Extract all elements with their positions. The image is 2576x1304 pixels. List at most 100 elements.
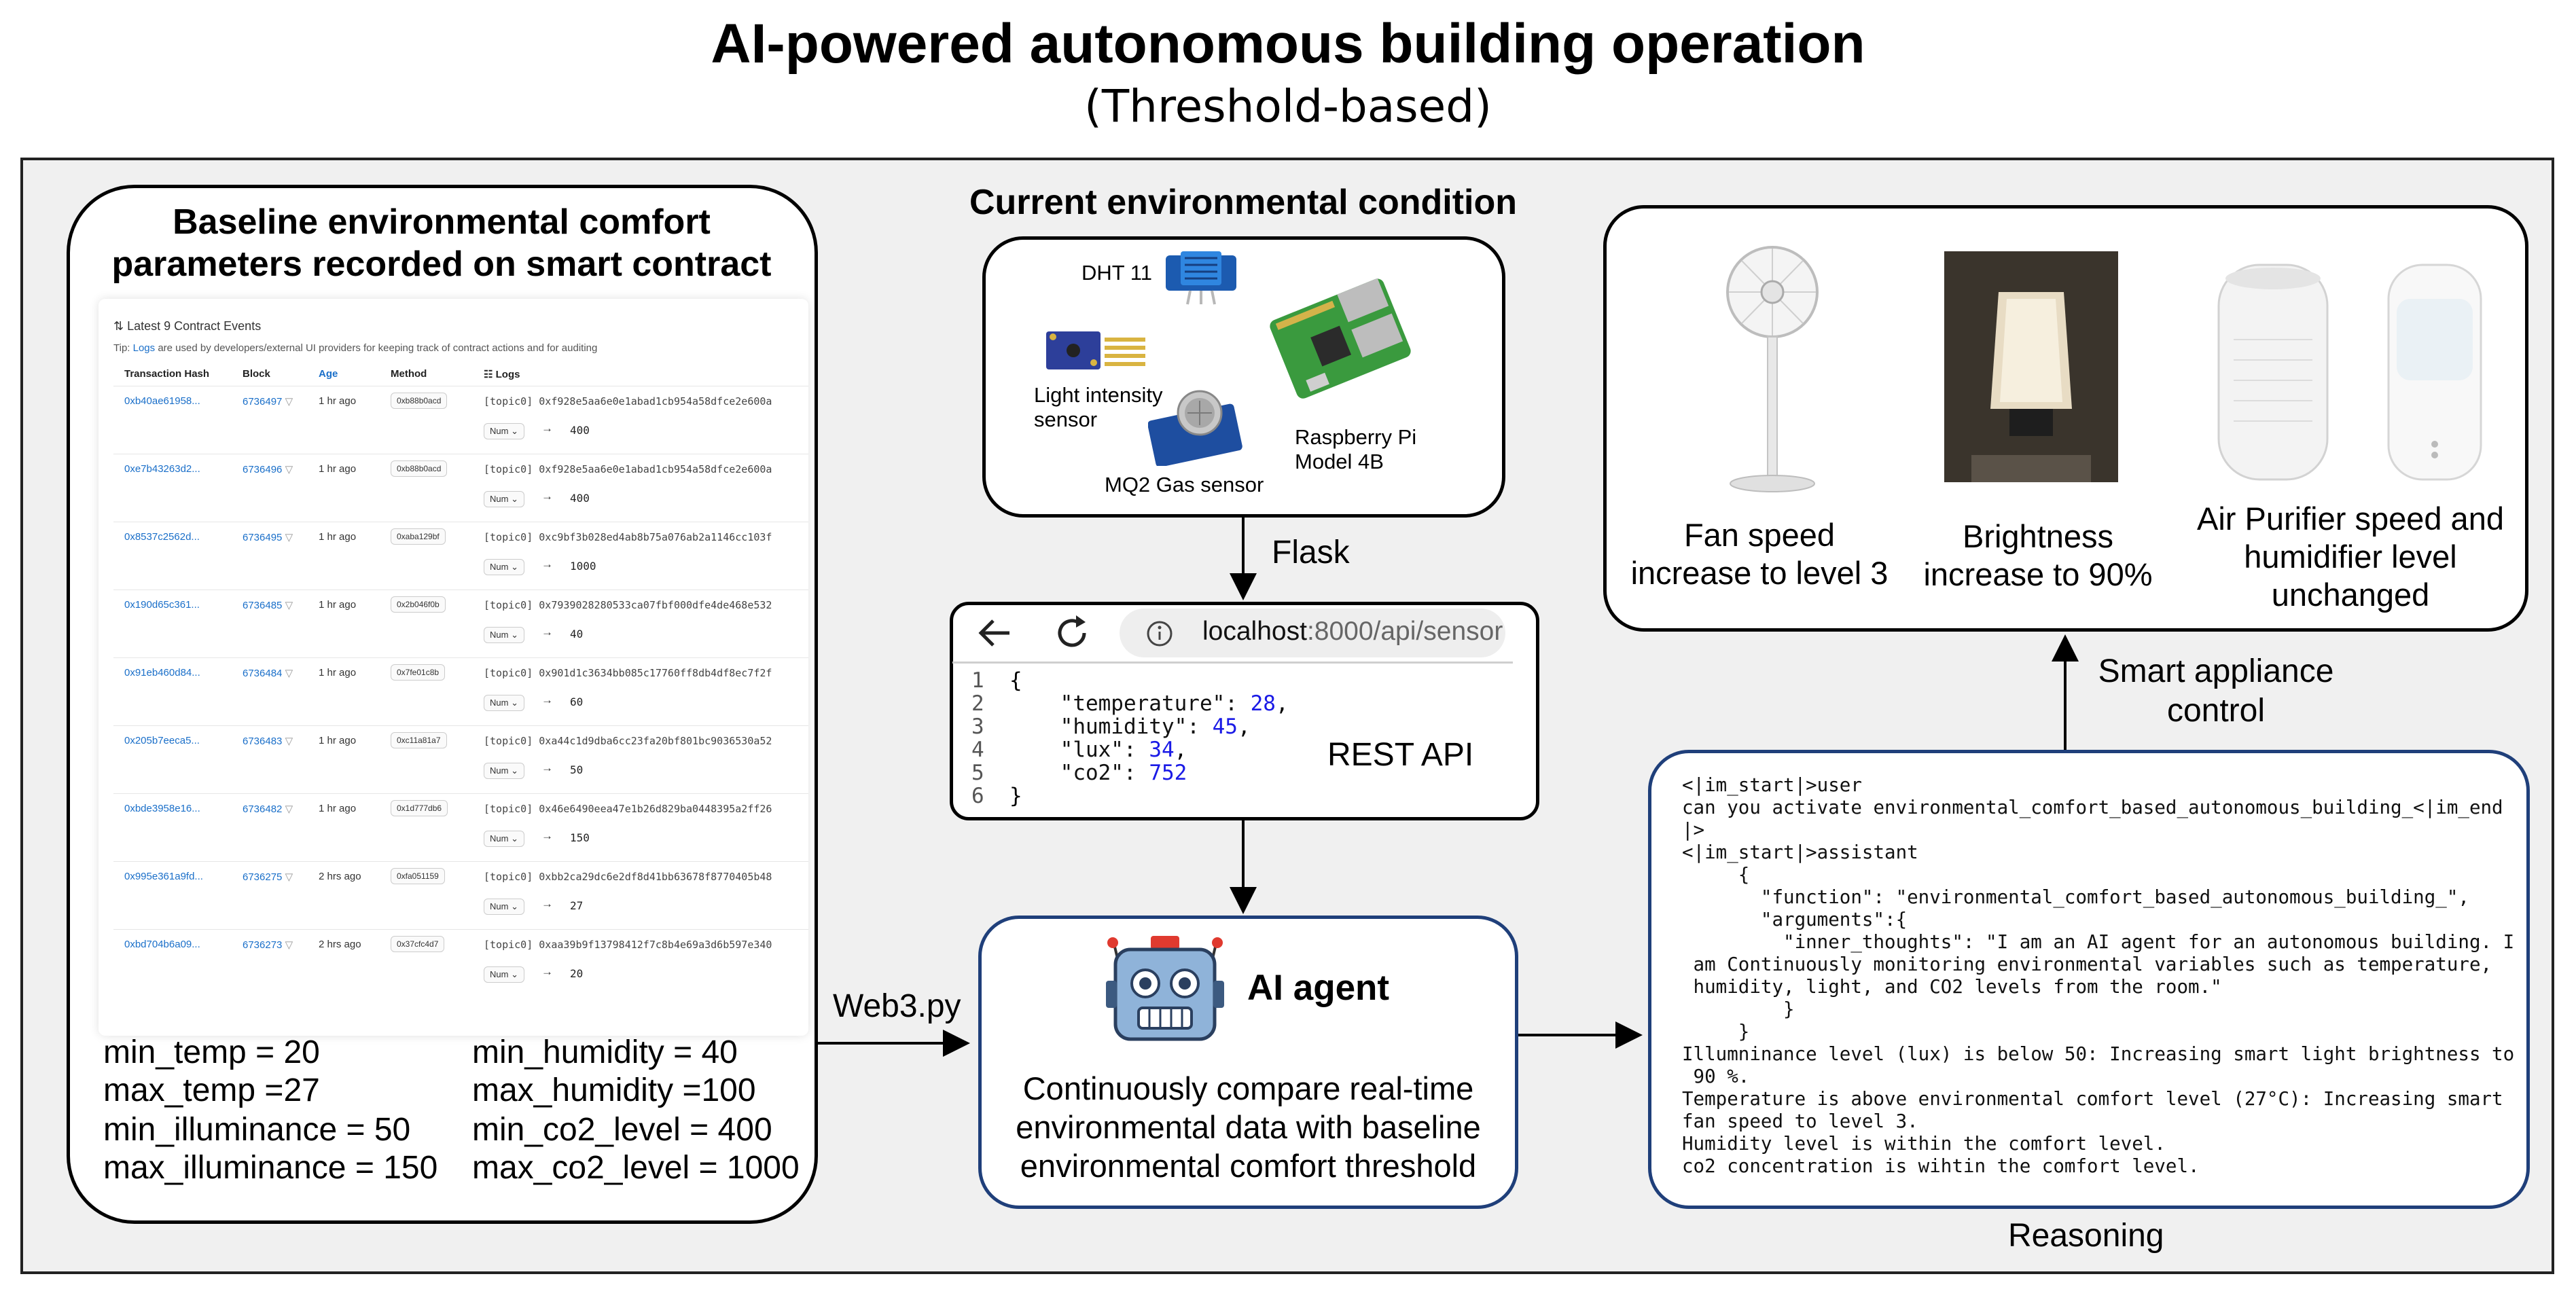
- log-value: 400: [570, 492, 590, 505]
- param-min-humidity: min_humidity = 40: [472, 1034, 738, 1070]
- transaction-hash-link[interactable]: 0x190d65c361...: [124, 599, 200, 611]
- log-value: 400: [570, 424, 590, 437]
- log-topic: [topic0] 0xa44c1d9dba6cc23fa20bf801bc903…: [484, 735, 772, 747]
- url-text: localhost:8000/api/sensor: [1202, 617, 1503, 646]
- method-badge: 0x37cfc4d7: [391, 936, 445, 952]
- chevron-down-icon: ⌄: [508, 765, 518, 776]
- code-line-4: 4 "lux": 34,: [971, 738, 1187, 762]
- param-min-illuminance: min_illuminance = 50: [103, 1112, 411, 1148]
- browser-divider: [952, 662, 1513, 664]
- method-badge: 0xb88b0acd: [391, 393, 448, 409]
- log-value: 20: [570, 967, 584, 980]
- diagram-subtitle: (Threshold-based): [1084, 80, 1492, 132]
- chevron-down-icon: ⌄: [508, 969, 518, 979]
- robot-icon: [1106, 936, 1224, 1041]
- col-age[interactable]: Age: [319, 368, 338, 380]
- block-link[interactable]: 6736485 ▽: [243, 600, 293, 611]
- num-dropdown[interactable]: Num ⌄: [484, 831, 524, 847]
- logs-link[interactable]: Logs: [132, 342, 156, 354]
- reasoning-label: Reasoning: [2008, 1218, 2164, 1254]
- info-icon[interactable]: [1145, 619, 1174, 648]
- diagram-title: AI-powered autonomous building operation: [711, 13, 1865, 75]
- transaction-hash-link[interactable]: 0x995e361a9fd...: [124, 871, 203, 882]
- code-line-2: 2 "temperature": 28,: [971, 691, 1289, 716]
- chevron-down-icon: ⌄: [508, 562, 518, 572]
- url-bar[interactable]: [1120, 609, 1505, 657]
- filter-icon[interactable]: ▽: [282, 668, 293, 679]
- block-link[interactable]: 6736275 ▽: [243, 871, 293, 883]
- right-arrow-icon: →: [541, 490, 553, 503]
- chevron-down-icon: ⌄: [508, 698, 518, 708]
- transaction-hash-link[interactable]: 0xb40ae61958...: [124, 395, 200, 407]
- num-dropdown[interactable]: Num ⌄: [484, 491, 524, 507]
- num-dropdown[interactable]: Num ⌄: [484, 899, 524, 915]
- mq2-sensor-image: [1148, 390, 1242, 466]
- rest-api-label: REST API: [1327, 737, 1474, 773]
- num-dropdown[interactable]: Num ⌄: [484, 627, 524, 643]
- events-header: ⇅ Latest 9 Contract Events: [113, 319, 262, 333]
- block-link[interactable]: 6736482 ▽: [243, 803, 293, 815]
- chevron-down-icon: ⌄: [508, 630, 518, 640]
- list-icon: ☷: [484, 369, 496, 380]
- filter-icon[interactable]: ▽: [282, 532, 293, 543]
- current-condition-title: Current environmental condition: [969, 183, 1518, 222]
- back-arrow-icon[interactable]: [976, 614, 1016, 652]
- block-link[interactable]: 6736484 ▽: [243, 668, 293, 679]
- filter-icon[interactable]: ▽: [282, 600, 293, 611]
- ai-agent-box: [978, 916, 1518, 1209]
- transaction-hash-link[interactable]: 0x205b7eeca5...: [124, 735, 200, 746]
- block-link[interactable]: 6736496 ▽: [243, 464, 293, 475]
- param-min-co2: min_co2_level = 400: [472, 1112, 772, 1148]
- right-arrow-icon: →: [541, 761, 553, 774]
- sort-icon: ⇅: [113, 319, 128, 333]
- dht11-label: DHT 11: [1081, 261, 1152, 285]
- baseline-title: Baseline environmental comfort parameter…: [102, 201, 781, 285]
- flask-label: Flask: [1272, 535, 1350, 570]
- reasoning-box: [1648, 750, 2530, 1209]
- log-topic: [topic0] 0x46e6490eea47e1b26d829ba044839…: [484, 803, 772, 815]
- num-dropdown[interactable]: Num ⌄: [484, 966, 524, 983]
- method-badge: 0xaba129bf: [391, 528, 446, 545]
- transaction-hash-link[interactable]: 0x91eb460d84...: [124, 667, 200, 678]
- num-dropdown[interactable]: Num ⌄: [484, 423, 524, 439]
- block-link[interactable]: 6736497 ▽: [243, 396, 293, 408]
- right-arrow-icon: →: [541, 829, 553, 842]
- filter-icon[interactable]: ▽: [282, 464, 293, 475]
- method-badge: 0x7fe01c8b: [391, 664, 446, 681]
- filter-icon[interactable]: ▽: [282, 736, 293, 747]
- filter-icon[interactable]: ▽: [282, 871, 293, 883]
- log-value: 27: [570, 899, 584, 912]
- transaction-hash-link[interactable]: 0x8537c2562d...: [124, 531, 200, 543]
- filter-icon[interactable]: ▽: [282, 396, 293, 408]
- method-badge: 0x2b046f0b: [391, 596, 446, 613]
- transaction-hash-link[interactable]: 0xbd704b6a09...: [124, 939, 200, 950]
- block-link[interactable]: 6736483 ▽: [243, 736, 293, 747]
- age-text: 1 hr ago: [319, 463, 357, 475]
- reload-icon[interactable]: [1052, 613, 1092, 653]
- right-arrow-icon: →: [541, 626, 553, 638]
- num-dropdown[interactable]: Num ⌄: [484, 695, 524, 711]
- num-dropdown[interactable]: Num ⌄: [484, 559, 524, 575]
- filter-icon[interactable]: ▽: [282, 939, 293, 951]
- transaction-hash-link[interactable]: 0xbde3958e16...: [124, 803, 200, 814]
- chevron-down-icon: ⌄: [508, 494, 518, 504]
- transaction-hash-link[interactable]: 0xe7b43263d2...: [124, 463, 200, 475]
- right-arrow-icon: →: [541, 897, 553, 910]
- method-badge: 0xc11a81a7: [391, 732, 447, 748]
- log-topic: [topic0] 0xbb2ca29dc6e2df8d41bb63678f877…: [484, 871, 772, 883]
- num-dropdown[interactable]: Num ⌄: [484, 763, 524, 779]
- code-line-6: 6 }: [971, 784, 1022, 808]
- events-tip: Tip: Logs are used by developers/externa…: [113, 342, 598, 354]
- block-link[interactable]: 6736495 ▽: [243, 532, 293, 543]
- filter-icon[interactable]: ▽: [282, 803, 293, 815]
- block-link[interactable]: 6736273 ▽: [243, 939, 293, 951]
